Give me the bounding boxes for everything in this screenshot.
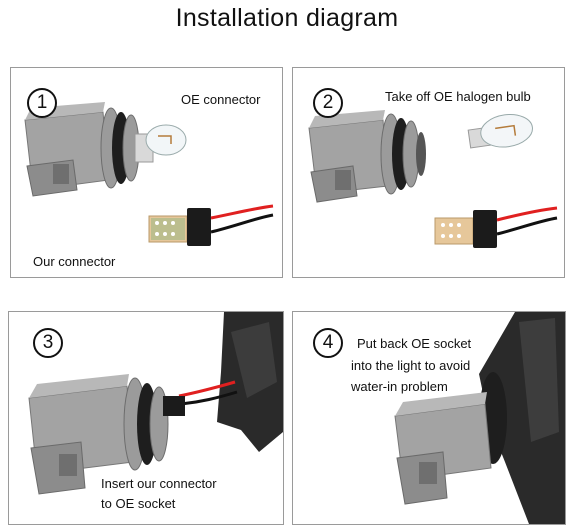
remove-halogen-bulb-illustration bbox=[308, 110, 558, 248]
step-4-panel: 4 Put back OE socket into the light to a… bbox=[292, 311, 566, 525]
step-number-badge: 1 bbox=[27, 88, 57, 118]
page-title: Installation diagram bbox=[175, 4, 399, 32]
our-connector-led bbox=[434, 206, 558, 248]
our-connector-label: Our connector bbox=[33, 254, 116, 269]
step-3-panel: 3 Insert our connector to OE socket bbox=[8, 311, 284, 525]
step-number-badge: 2 bbox=[313, 88, 343, 118]
put-back-label-line2: into the light to avoid bbox=[351, 358, 471, 373]
our-connector-led bbox=[148, 204, 274, 246]
reinstall-socket-illustration bbox=[394, 312, 565, 524]
put-back-label-line3: water-in problem bbox=[351, 379, 448, 394]
oe-connector-label: OE connector bbox=[181, 92, 261, 107]
step-1-panel: 1 OE connector Our connector bbox=[10, 67, 283, 278]
take-off-bulb-label: Take off OE halogen bulb bbox=[385, 89, 531, 104]
step-number-badge: 4 bbox=[313, 328, 343, 358]
put-back-label-line1: Put back OE socket bbox=[357, 336, 472, 351]
step-number-badge: 3 bbox=[33, 328, 63, 358]
oe-connector-with-bulb-illustration bbox=[24, 102, 274, 246]
insert-connector-illustration bbox=[28, 312, 283, 495]
step-2-panel: 2 Take off OE halogen bulb bbox=[292, 67, 565, 278]
insert-connector-label-line2: to OE socket bbox=[101, 496, 176, 511]
insert-connector-label-line1: Insert our connector bbox=[101, 476, 217, 491]
